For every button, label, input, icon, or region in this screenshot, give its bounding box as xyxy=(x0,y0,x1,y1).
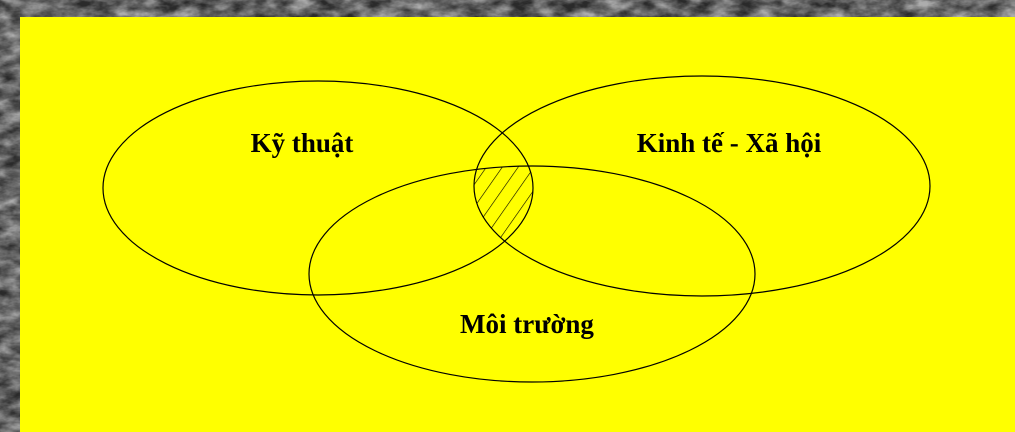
label-ky-thuat: Kỹ thuật xyxy=(251,128,354,158)
set-kinh-te-xa-hoi-ellipse xyxy=(474,76,930,296)
label-moi-truong: Môi trường xyxy=(460,309,594,339)
label-kinh-te-xa-hoi: Kinh tế - Xã hội xyxy=(637,128,822,158)
set-ky-thuat-ellipse xyxy=(103,81,533,295)
